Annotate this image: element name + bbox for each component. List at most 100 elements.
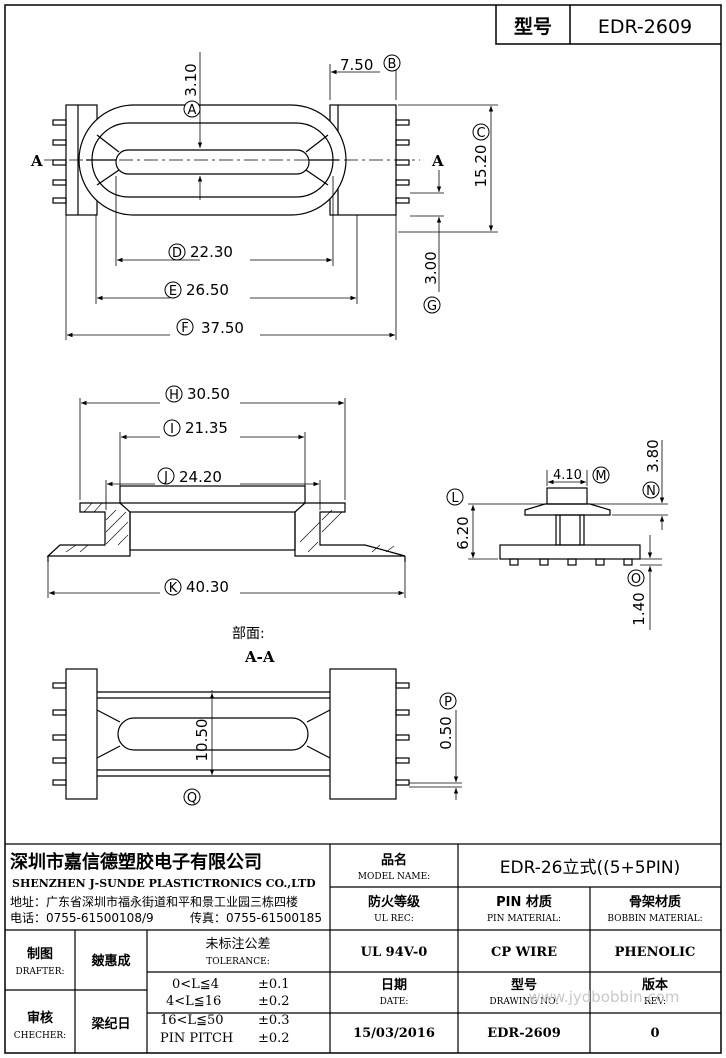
checker-value: 梁纪日 xyxy=(90,1016,130,1032)
pin-value: CP WIRE xyxy=(491,945,557,960)
tolerance-range: 16<L≦50 xyxy=(160,1013,224,1028)
tolerance-value: ±0.2 xyxy=(258,994,290,1009)
dim-B-value: 7.50 xyxy=(340,56,373,74)
dim-G-value: 3.00 xyxy=(422,251,440,284)
company-name-cn: 深圳市嘉信德塑胶电子有限公司 xyxy=(10,851,262,873)
model-name-cn: 品名 xyxy=(381,852,407,868)
checker-en: CHECHER: xyxy=(14,1031,66,1041)
side-view xyxy=(499,487,641,566)
section-left-pins xyxy=(52,682,67,786)
tolerance-en: TOLERANCE: xyxy=(206,957,270,967)
marker-B xyxy=(383,54,401,72)
dim-P xyxy=(409,710,462,800)
dim-N xyxy=(590,440,668,530)
dim-J-value: 24.20 xyxy=(179,468,222,486)
marker-G-label: G xyxy=(427,299,437,314)
marker-C xyxy=(472,123,490,141)
company-name-en: SHENZHEN J-SUNDE PLASTICTRONICS CO.,LTD xyxy=(12,877,316,890)
marker-F xyxy=(176,318,194,336)
date-en: DATE: xyxy=(380,997,409,1007)
marker-G xyxy=(423,296,441,314)
dim-L-value: 6.20 xyxy=(454,516,472,549)
marker-K-label: K xyxy=(169,581,178,596)
drafter-en: DRAFTER: xyxy=(15,967,64,977)
marker-H-label: H xyxy=(169,388,179,403)
marker-A xyxy=(183,100,201,118)
ul-en: UL REC: xyxy=(374,914,414,924)
section-name: A-A xyxy=(244,648,275,666)
header-model-label: 型号 xyxy=(514,15,552,38)
date-cn: 日期 xyxy=(381,978,407,993)
side-view-base xyxy=(499,544,641,560)
marker-M xyxy=(592,466,610,484)
drawing-en: DRAWING NO: xyxy=(489,997,558,1007)
dim-D-value: 22.30 xyxy=(190,243,233,261)
model-name-value: EDR-26立式((5+5PIN) xyxy=(500,858,680,878)
marker-N-label: N xyxy=(646,484,656,499)
side-view-top-block xyxy=(546,487,588,505)
top-view xyxy=(44,104,420,216)
dim-E xyxy=(95,215,358,304)
marker-D-label: D xyxy=(172,246,182,261)
dim-A-value: 3.10 xyxy=(182,63,200,96)
marker-Q-label: Q xyxy=(187,791,197,806)
top-view-right-pins xyxy=(395,119,410,204)
front-view-top-bar xyxy=(119,485,306,504)
marker-I xyxy=(163,419,181,437)
marker-Q xyxy=(183,788,201,806)
section-center-slot xyxy=(117,717,309,751)
dim-C-value: 15.20 xyxy=(472,145,490,188)
front-view-barrel xyxy=(129,511,296,551)
dim-J xyxy=(105,480,321,510)
marker-J xyxy=(157,467,175,485)
drafter-cn: 制图 xyxy=(27,946,53,962)
marker-E xyxy=(164,281,182,299)
drawing-value: EDR-2609 xyxy=(487,1026,561,1041)
pin-en: PIN MATERIAL: xyxy=(487,914,561,924)
marker-M-label: M xyxy=(595,469,606,484)
marker-O-label: O xyxy=(631,572,641,587)
marker-H xyxy=(165,385,183,403)
marker-K xyxy=(164,578,182,596)
marker-B-label: B xyxy=(388,57,397,72)
dim-M-value: 4.10 xyxy=(553,468,582,483)
header-model-value: EDR-2609 xyxy=(598,16,692,38)
bobbin-en: BOBBIN MATERIAL: xyxy=(607,914,702,924)
checker-cn: 审核 xyxy=(27,1010,53,1026)
model-name-en: MODEL NAME: xyxy=(358,872,430,882)
dim-Q-value: 10.50 xyxy=(193,719,211,762)
bobbin-cn: 骨架材质 xyxy=(629,894,681,910)
section-left-flange xyxy=(65,668,98,800)
marker-J-label: J xyxy=(163,470,168,485)
front-view-hatching xyxy=(65,502,395,553)
title-block-grid xyxy=(5,843,721,1053)
ul-cn: 防火等级 xyxy=(368,894,421,910)
tolerance-value: ±0.1 xyxy=(258,977,290,992)
tolerance-value: ±0.2 xyxy=(258,1031,290,1046)
top-view-center-slot xyxy=(115,149,310,175)
dim-F-value: 37.50 xyxy=(201,319,244,337)
pin-cn: PIN 材质 xyxy=(496,894,552,910)
dim-E-value: 26.50 xyxy=(186,281,229,299)
marker-D xyxy=(168,243,186,261)
section-view xyxy=(52,668,410,800)
section-right-pins xyxy=(395,682,410,786)
header-model-box: 型号 EDR-2609 xyxy=(495,5,721,45)
dim-M xyxy=(546,470,588,486)
section-cut-right-label: A xyxy=(431,152,444,170)
dim-G xyxy=(410,170,444,292)
front-view-right-flange xyxy=(294,502,406,557)
marker-E-label: E xyxy=(169,284,177,299)
top-view-left-pins xyxy=(52,119,67,204)
tolerance-range: 4<L≦16 xyxy=(166,994,221,1009)
rev-en: REV: xyxy=(644,997,666,1007)
side-view-flange xyxy=(524,503,611,516)
section-caption: 部面: xyxy=(232,626,265,642)
marker-I-label: I xyxy=(170,422,174,437)
rev-value: 0 xyxy=(650,1026,659,1041)
marker-L xyxy=(446,488,464,506)
dim-C xyxy=(398,104,498,233)
date-value: 15/03/2016 xyxy=(353,1026,435,1041)
dim-O-value: 1.40 xyxy=(630,592,648,625)
tolerance-value: ±0.3 xyxy=(258,1013,290,1028)
